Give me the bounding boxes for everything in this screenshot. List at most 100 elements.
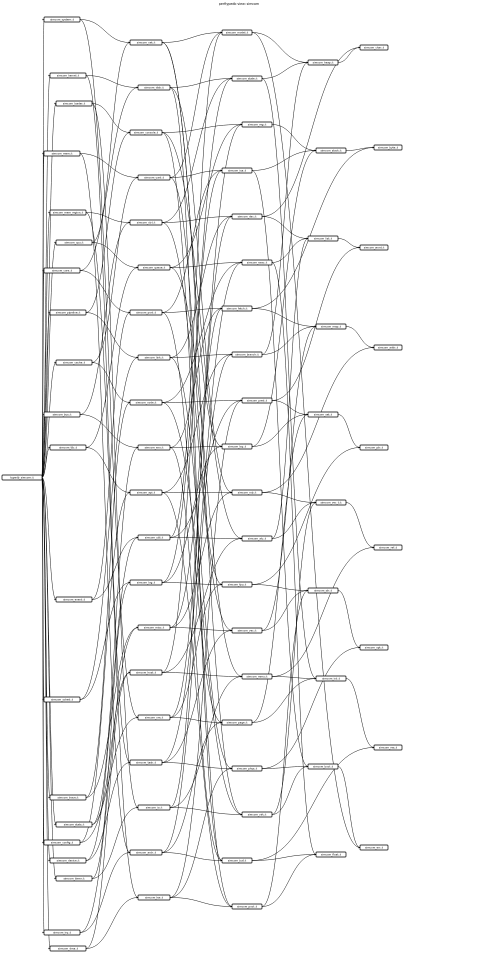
graph-node[interactable]: simcom_device::t — [49, 857, 87, 864]
graph-node[interactable]: simcom_bool::t — [307, 763, 339, 770]
edge-c08-c28 — [85, 312, 139, 359]
graph-node[interactable]: simcom_hw::t — [137, 894, 171, 901]
graph-node[interactable]: simcom_loader::t — [55, 100, 93, 107]
graph-node[interactable]: simcom_system::t — [43, 16, 81, 23]
graph-node[interactable]: simcom_tlb::t — [49, 444, 87, 451]
graph-node[interactable]: simcom_model::t — [221, 29, 253, 36]
graph-node[interactable]: simcom_virt::t — [241, 811, 273, 818]
graph-node[interactable]: simcom_fetch::t — [221, 305, 253, 312]
graph-node[interactable]: simcom_ctrl::t — [129, 219, 163, 226]
graph-node[interactable]: simcom_err::t — [359, 844, 389, 851]
graph-node[interactable]: simcom_exec::t — [241, 259, 273, 266]
graph-node[interactable]: simcom_env::t — [137, 444, 171, 451]
graph-node[interactable]: simcom_disk::t — [137, 84, 171, 91]
graph-node[interactable]: simcom_event::t — [55, 596, 93, 603]
edge-c51-c74 — [261, 346, 375, 493]
graph-node[interactable]: simcom_sched::t — [43, 696, 81, 703]
graph-node[interactable]: typedb_simcom::t — [1, 474, 43, 481]
graph-node[interactable]: simcom_task::t — [129, 759, 163, 766]
node-label: simcom_log::t — [137, 581, 155, 585]
graph-node[interactable]: simcom_util::t — [137, 534, 171, 541]
graph-node[interactable]: simcom_queue::t — [137, 264, 171, 271]
graph-node[interactable]: simcom_misc::t — [137, 624, 171, 631]
edge-c47-c64 — [251, 308, 317, 328]
graph-node[interactable]: simcom_irq::t — [43, 929, 81, 936]
graph-node[interactable]: simcom_char::t — [359, 44, 389, 51]
graph-node[interactable]: simcom_arch::t — [129, 849, 163, 856]
graph-node[interactable]: simcom_alu::t — [241, 535, 273, 542]
graph-node[interactable]: simcom_mem_region::t — [49, 209, 87, 216]
graph-node[interactable]: simcom_pred::t — [241, 397, 273, 404]
graph-node[interactable]: simcom_host::t — [129, 669, 163, 676]
graph-node[interactable]: simcom_branch::t — [231, 351, 263, 358]
node-label: simcom_env::t — [145, 446, 164, 450]
graph-node[interactable]: simcom_core::t — [43, 267, 81, 274]
graph-node[interactable]: simcom_pool::t — [231, 903, 263, 910]
graph-node[interactable]: simcom_console::t — [129, 129, 163, 136]
graph-node[interactable]: simcom_dma::t — [49, 945, 87, 952]
edge-c44-c69 — [251, 170, 309, 768]
edge-c46-c70 — [271, 262, 317, 856]
graph-node[interactable]: simcom_config::t — [43, 839, 81, 846]
graph-node[interactable]: simcom_io::t — [137, 804, 171, 811]
node-label: simcom_host::t — [136, 671, 156, 675]
graph-node[interactable]: simcom_phys::t — [231, 765, 263, 772]
graph-node[interactable]: simcom_node::t — [129, 399, 163, 406]
graph-node[interactable]: simcom_vec_t::t — [315, 499, 347, 506]
graph-node[interactable]: simcom_buf::t — [221, 857, 253, 864]
graph-node[interactable]: simcom_mmu::t — [241, 673, 273, 680]
edge-c45-c71 — [261, 46, 361, 217]
graph-node[interactable]: simcom_cache::t — [55, 359, 93, 366]
graph-node[interactable]: simcom_reg::t — [241, 121, 273, 128]
graph-node[interactable]: simcom_link::t — [137, 354, 171, 361]
graph-node[interactable]: simcom_uart::t — [137, 174, 171, 181]
graph-node[interactable]: simcom_map::t — [315, 323, 347, 330]
graph-node[interactable]: simcom_fpu::t — [221, 581, 253, 588]
edge-c10-c30 — [79, 414, 139, 449]
edge-c64-c74 — [345, 326, 375, 349]
graph-node[interactable]: simcom_stack::t — [315, 147, 347, 154]
graph-node[interactable]: simcom_port::t — [129, 309, 163, 316]
graph-node[interactable]: simcom_timer::t — [55, 875, 93, 882]
graph-node[interactable]: simcom_net::t — [129, 39, 163, 46]
graph-node[interactable]: simcom_int::t — [315, 675, 347, 682]
graph-node[interactable]: simcom_dec::t — [231, 213, 263, 220]
graph-node[interactable]: simcom_stats::t — [55, 821, 93, 828]
graph-node[interactable]: simcom_api::t — [129, 489, 163, 496]
graph-node[interactable]: simcom_heap::t — [307, 59, 339, 66]
graph-node[interactable]: simcom_byte::t — [373, 144, 403, 151]
graph-node[interactable]: simcom_list::t — [307, 235, 339, 242]
graph-node[interactable]: simcom_kernel::t — [49, 72, 87, 79]
graph-node[interactable]: simcom_mem::t — [43, 150, 81, 157]
graph-node[interactable]: simcom_trace::t — [49, 794, 87, 801]
graph-node[interactable]: simcom_float::t — [315, 851, 347, 858]
graph-node[interactable]: simcom_ref::t — [373, 544, 403, 551]
graph-node[interactable]: simcom_pipeline::t — [49, 309, 87, 316]
graph-node[interactable]: simcom_addr::t — [373, 344, 403, 351]
graph-node[interactable]: simcom_word::t — [359, 244, 389, 251]
edge-c31-c48 — [161, 353, 233, 493]
graph-node[interactable]: simcom_page::t — [221, 719, 253, 726]
graph-node[interactable]: simcom_state::t — [231, 75, 263, 82]
graph-node[interactable]: simcom_str::t — [307, 587, 339, 594]
graph-node[interactable]: simcom_cpu::t — [55, 239, 93, 246]
graph-node[interactable]: simcom_bus::t — [43, 411, 81, 418]
graph-node[interactable]: simcom_log::t — [129, 579, 163, 586]
edge-c21-c41 — [161, 31, 223, 43]
node-label: simcom_fetch::t — [227, 307, 248, 311]
graph-node[interactable]: simcom_opt::t — [359, 644, 389, 651]
node-box — [137, 84, 171, 91]
node-box — [137, 714, 171, 721]
graph-node[interactable]: simcom_lsq::t — [221, 443, 253, 450]
graph-node[interactable]: simcom_vec::t — [231, 627, 263, 634]
edge-c19-c39 — [79, 851, 131, 933]
graph-node[interactable]: simcom_isa::t — [221, 167, 253, 174]
graph-node[interactable]: simcom_rob::t — [231, 489, 263, 496]
graph-node[interactable]: simcom_res::t — [373, 744, 403, 751]
graph-node[interactable]: simcom_vm::t — [137, 714, 171, 721]
graph-node[interactable]: simcom_ptr::t — [359, 444, 389, 451]
node-label: simcom_disk::t — [144, 86, 163, 90]
edge-c24-c53 — [169, 177, 223, 586]
node-box — [231, 765, 263, 772]
graph-node[interactable]: simcom_set::t — [307, 411, 339, 418]
